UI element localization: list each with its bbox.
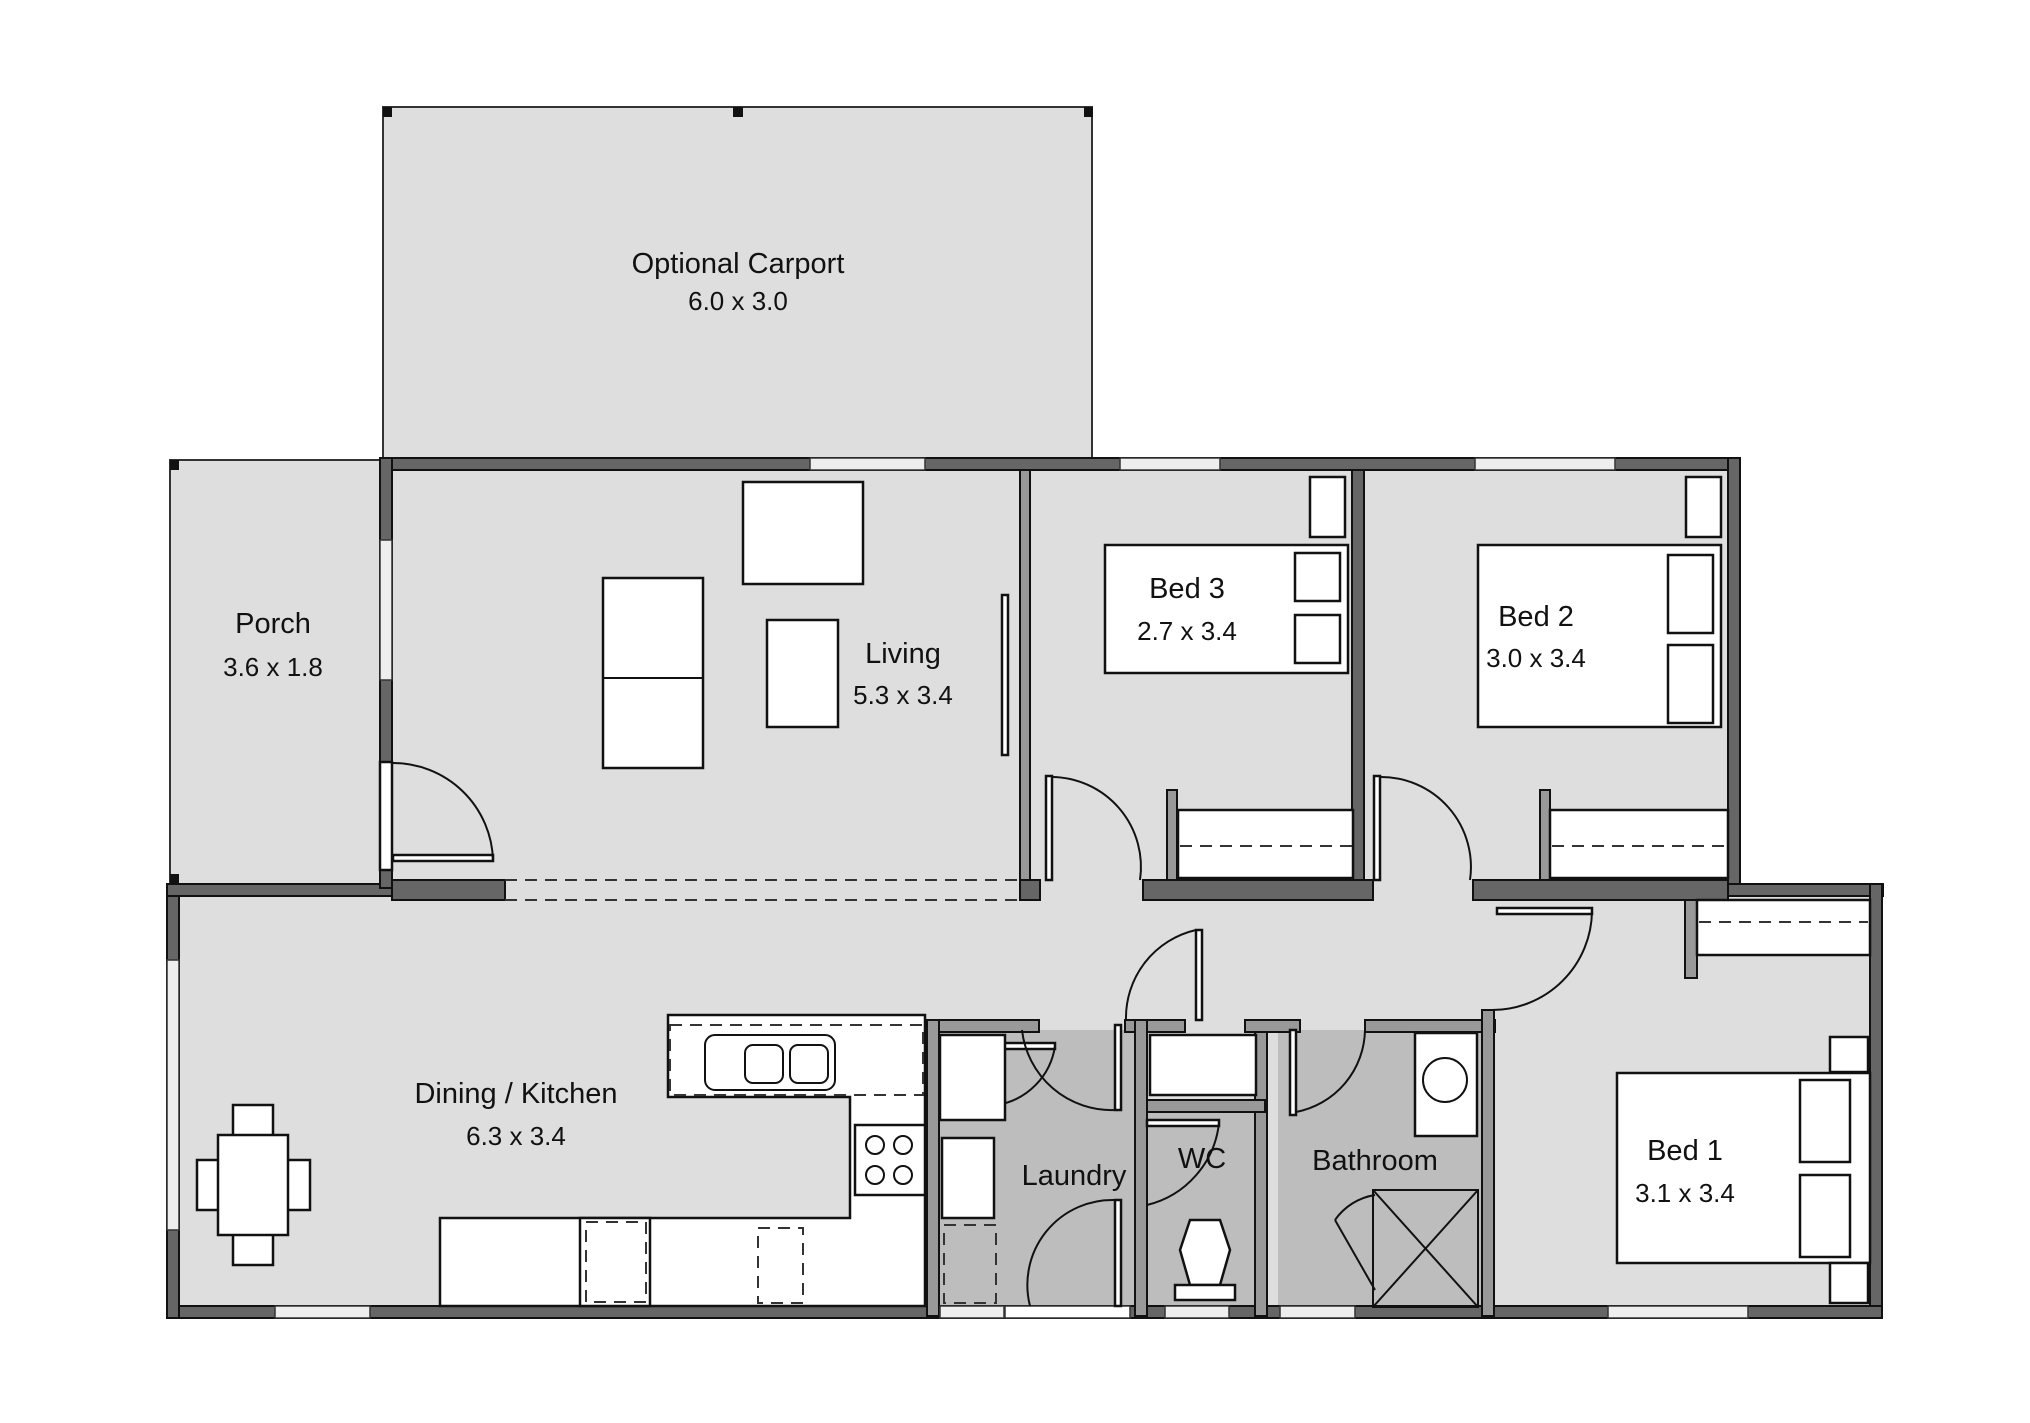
coffee-table [765,618,840,729]
dining-dims: 6.3 x 3.4 [466,1121,566,1151]
laundry-tub [940,1136,996,1220]
carport-name: Optional Carport [632,248,845,280]
cooktop-icon [853,1123,927,1197]
kitchen [438,1013,927,1308]
bedroom-furniture [1103,475,1872,1305]
carport-dims: 6.0 x 3.0 [688,286,788,316]
tv [1000,593,1010,757]
doors[interactable] [378,760,1594,1308]
dining-name: Dining / Kitchen [414,1078,617,1110]
living-dims: 5.3 x 3.4 [853,680,953,710]
basin-icon [1422,1057,1468,1103]
shower [1372,1189,1479,1308]
fridge [578,1216,652,1308]
wardrobes [1176,808,1872,957]
laundry-name: Laundry [1022,1160,1127,1192]
bed3-name: Bed 3 [1149,573,1225,605]
wet-fixtures [938,1031,1479,1308]
living-furniture [601,480,1010,770]
bed2-name: Bed 2 [1498,601,1574,633]
porch-name: Porch [235,608,311,640]
room-labels: Optional Carport 6.0 x 3.0 Porch 3.6 x 1… [223,248,1735,1208]
dining-table [195,1103,312,1267]
carport-area [382,106,1093,460]
wc-name: WC [1178,1143,1226,1175]
bed2-dims: 3.0 x 3.4 [1486,643,1586,673]
armchair [741,480,865,586]
windows[interactable] [166,457,1749,1319]
sofa [601,576,705,770]
bed1-name: Bed 1 [1647,1135,1723,1167]
living-name: Living [865,638,941,670]
bathroom-name: Bathroom [1312,1145,1438,1177]
toilet-icon [1178,1218,1232,1287]
bed3-dims: 2.7 x 3.4 [1137,616,1237,646]
porch-dims: 3.6 x 1.8 [223,652,323,682]
bed1-dims: 3.1 x 3.4 [1635,1178,1735,1208]
porch-area [169,459,384,885]
sink-icon [704,1034,836,1091]
